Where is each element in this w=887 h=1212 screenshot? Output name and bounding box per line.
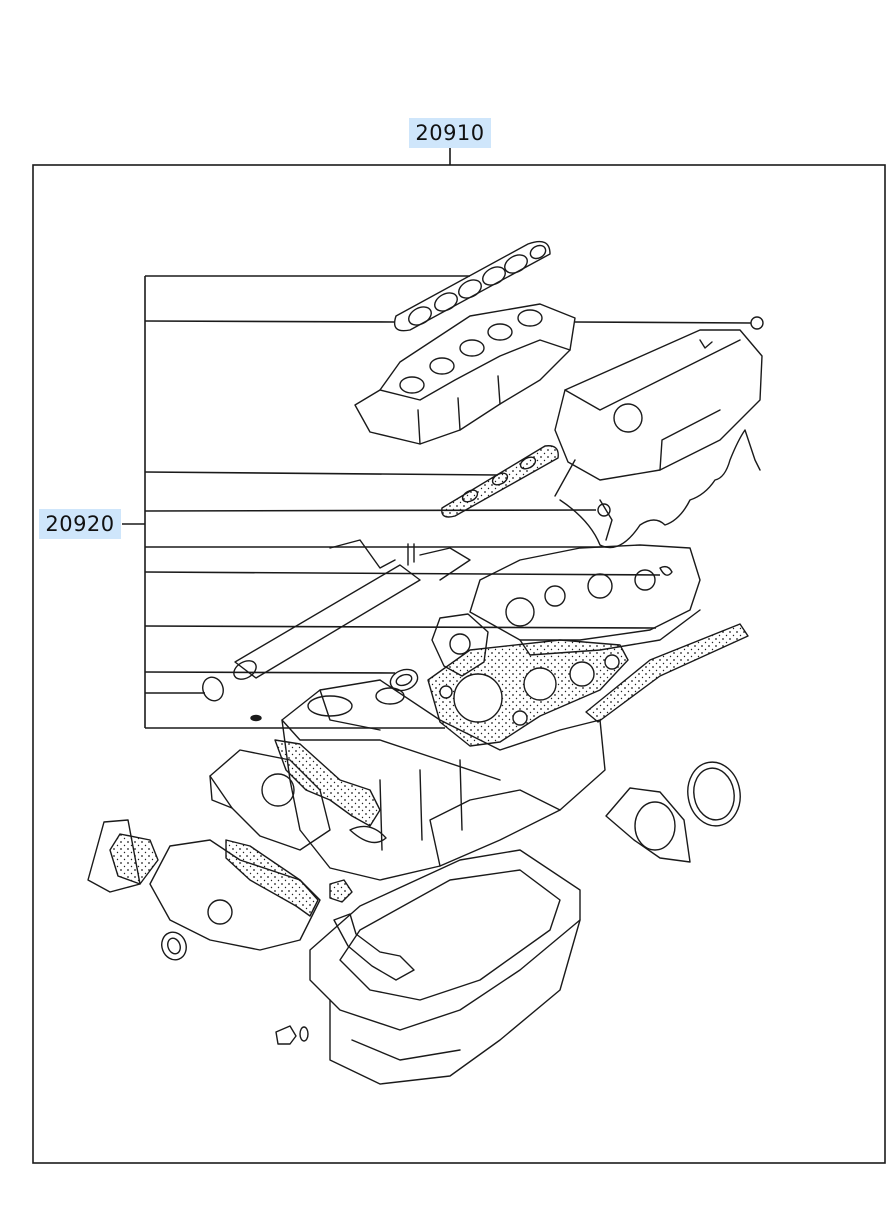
crankshaft-rear-oil-seal: [687, 761, 741, 827]
crankshaft-front-seal: [161, 931, 187, 961]
water-bypass-pipe: [233, 539, 471, 680]
plenum-chamber: [554, 329, 763, 481]
cylinder-block: [281, 679, 606, 881]
part-number-callout-gasket-set[interactable]: 20920: [39, 509, 121, 539]
oil-pump-body: [149, 839, 321, 951]
oil-pan: [309, 849, 581, 1085]
o-ring: [202, 676, 224, 702]
cylinder-head-gasket: [427, 639, 629, 747]
timing-belt-cover-gasket: [585, 623, 749, 723]
exhaust-gasket-upper: [441, 445, 559, 518]
intake-manifold: [354, 303, 576, 445]
oil-strainer-pipe: [333, 913, 415, 981]
strainer-gasket: [329, 879, 353, 903]
small-seal: [250, 714, 262, 722]
drain-plug-gasket: [299, 1026, 309, 1042]
front-cover-gasket: [87, 819, 159, 893]
cylinder-head: [469, 499, 701, 656]
part-number-callout-gasket-kit[interactable]: 20910: [409, 118, 491, 148]
rear-oil-seal-retainer: [605, 787, 691, 863]
water-pump: [209, 749, 331, 851]
plug-seal-ring: [750, 316, 764, 330]
intake-manifold-gasket: [393, 240, 551, 332]
kit-frame: [32, 164, 886, 1164]
rocker-cover-gasket: [554, 429, 761, 549]
oil-pump-gasket: [225, 839, 319, 917]
thermostat-housing: [431, 613, 489, 677]
set-leader-lines: [122, 275, 752, 729]
water-pump-gasket: [274, 739, 381, 827]
camshaft-oil-seal: [389, 668, 419, 692]
drain-plug: [275, 1025, 297, 1045]
